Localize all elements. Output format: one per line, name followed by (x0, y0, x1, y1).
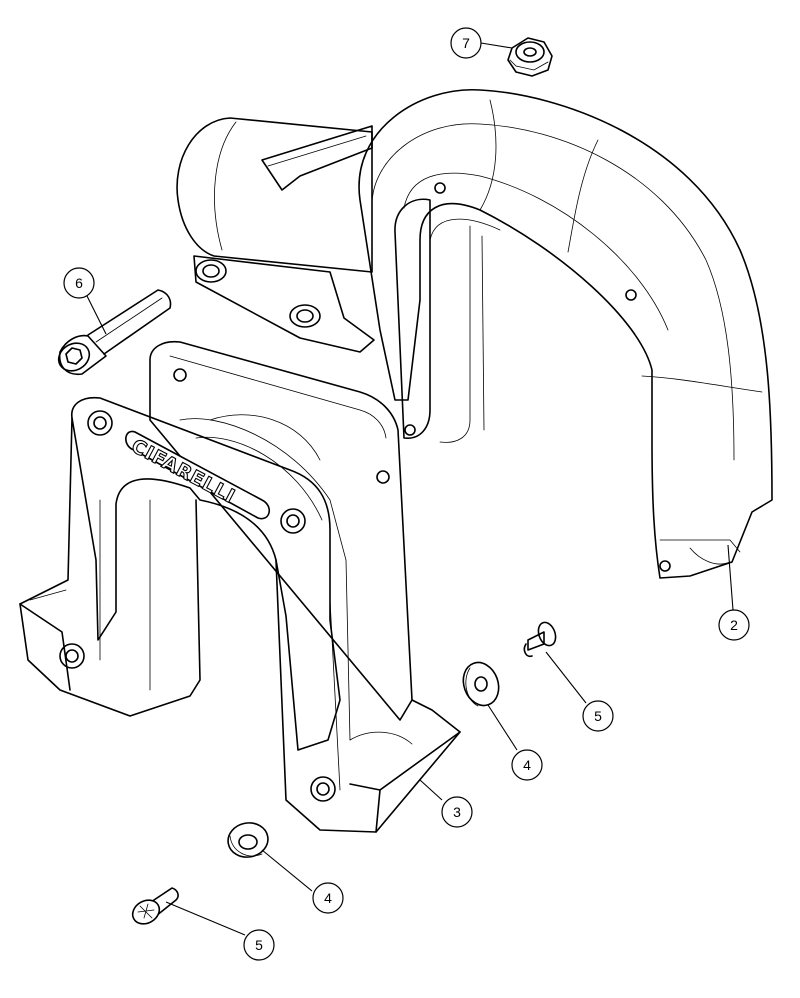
callout-7-label: 7 (462, 35, 470, 51)
callout-5-lower: 5 (243, 929, 275, 961)
callout-4-upper-label: 4 (523, 757, 531, 773)
part-6-cap-screw (57, 289, 172, 376)
callout-5-upper: 5 (582, 700, 614, 732)
part-5-screw-lower (131, 887, 179, 925)
callout-2: 2 (718, 609, 750, 641)
callout-2-label: 2 (730, 617, 738, 633)
part-4-washer-upper (462, 661, 500, 707)
part-3-lower-handle: CIFARELLI (19, 340, 461, 833)
part-2-upper-handle (176, 89, 773, 579)
callout-3: 3 (441, 796, 473, 828)
leader-lines (85, 42, 734, 936)
part-4-washer-lower (227, 822, 269, 858)
callout-4-lower: 4 (312, 882, 344, 914)
callout-5-lower-label: 5 (255, 937, 263, 953)
callout-5-upper-label: 5 (594, 708, 602, 724)
logo-text: CIFARELLI (128, 435, 239, 508)
part-5-screw-upper (523, 621, 557, 658)
callout-4-lower-label: 4 (324, 890, 332, 906)
callout-6-label: 6 (75, 275, 83, 291)
callout-3-label: 3 (453, 804, 461, 820)
callout-4-upper: 4 (511, 749, 543, 781)
callout-6: 6 (63, 267, 95, 299)
part-7-hex-nut (507, 37, 553, 77)
callout-7: 7 (450, 27, 482, 59)
